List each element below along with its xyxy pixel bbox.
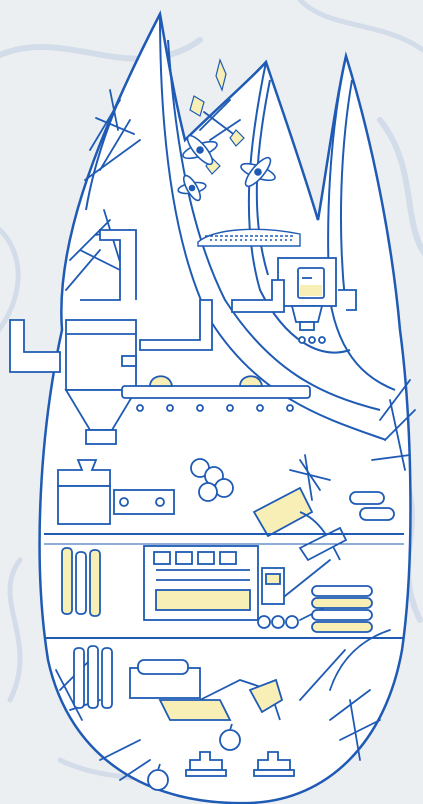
fabric-piece bbox=[248, 678, 284, 714]
belt-body bbox=[121, 385, 311, 399]
leaf-pile bbox=[197, 228, 301, 247]
fan-icon bbox=[177, 174, 207, 202]
pipe-top bbox=[80, 229, 137, 301]
floor-four bbox=[73, 645, 295, 791]
pipe-right bbox=[231, 279, 285, 313]
roller-stack bbox=[190, 458, 234, 502]
tank-body bbox=[65, 319, 137, 391]
conveyor-belt bbox=[121, 375, 311, 412]
blob-yellow bbox=[149, 375, 174, 387]
bg-streak bbox=[0, 227, 21, 333]
pipe-mid bbox=[139, 299, 213, 351]
bg-streak bbox=[0, 37, 203, 62]
leaf-shape bbox=[215, 58, 227, 92]
cutting-board bbox=[252, 486, 314, 538]
fan-icon bbox=[240, 156, 276, 188]
yarn-rolls bbox=[61, 547, 101, 617]
bg-streak bbox=[7, 557, 23, 703]
sewing-machine-icon bbox=[185, 751, 227, 777]
pipe-far-right bbox=[338, 289, 357, 311]
tank-hopper bbox=[64, 319, 138, 445]
fan-icon bbox=[182, 134, 218, 166]
processing-machine bbox=[277, 257, 337, 344]
pipes bbox=[9, 229, 357, 373]
bg-streak bbox=[377, 117, 423, 257]
valley-left-inner bbox=[167, 39, 381, 411]
yarn-rolls bbox=[73, 645, 113, 709]
horn-left-inner bbox=[85, 13, 161, 211]
blob-yellow bbox=[239, 375, 264, 387]
fan-propellers bbox=[177, 134, 276, 202]
leaf-shape bbox=[189, 95, 205, 117]
floor-three bbox=[61, 545, 373, 633]
press-machine bbox=[57, 459, 111, 487]
horn-right-inner2 bbox=[339, 79, 353, 301]
roller-stack bbox=[349, 491, 395, 521]
sewing-machine-icon bbox=[253, 751, 295, 777]
valley-right bbox=[247, 61, 351, 354]
thorn-strokes bbox=[55, 89, 416, 781]
floor-two bbox=[57, 458, 395, 562]
roller-stack bbox=[311, 585, 373, 633]
apple-icon bbox=[147, 763, 169, 791]
pipe-left-elbow bbox=[9, 319, 61, 373]
bg-streak bbox=[297, 0, 423, 53]
apple-icon bbox=[219, 723, 241, 751]
leaf-shape bbox=[229, 129, 245, 147]
